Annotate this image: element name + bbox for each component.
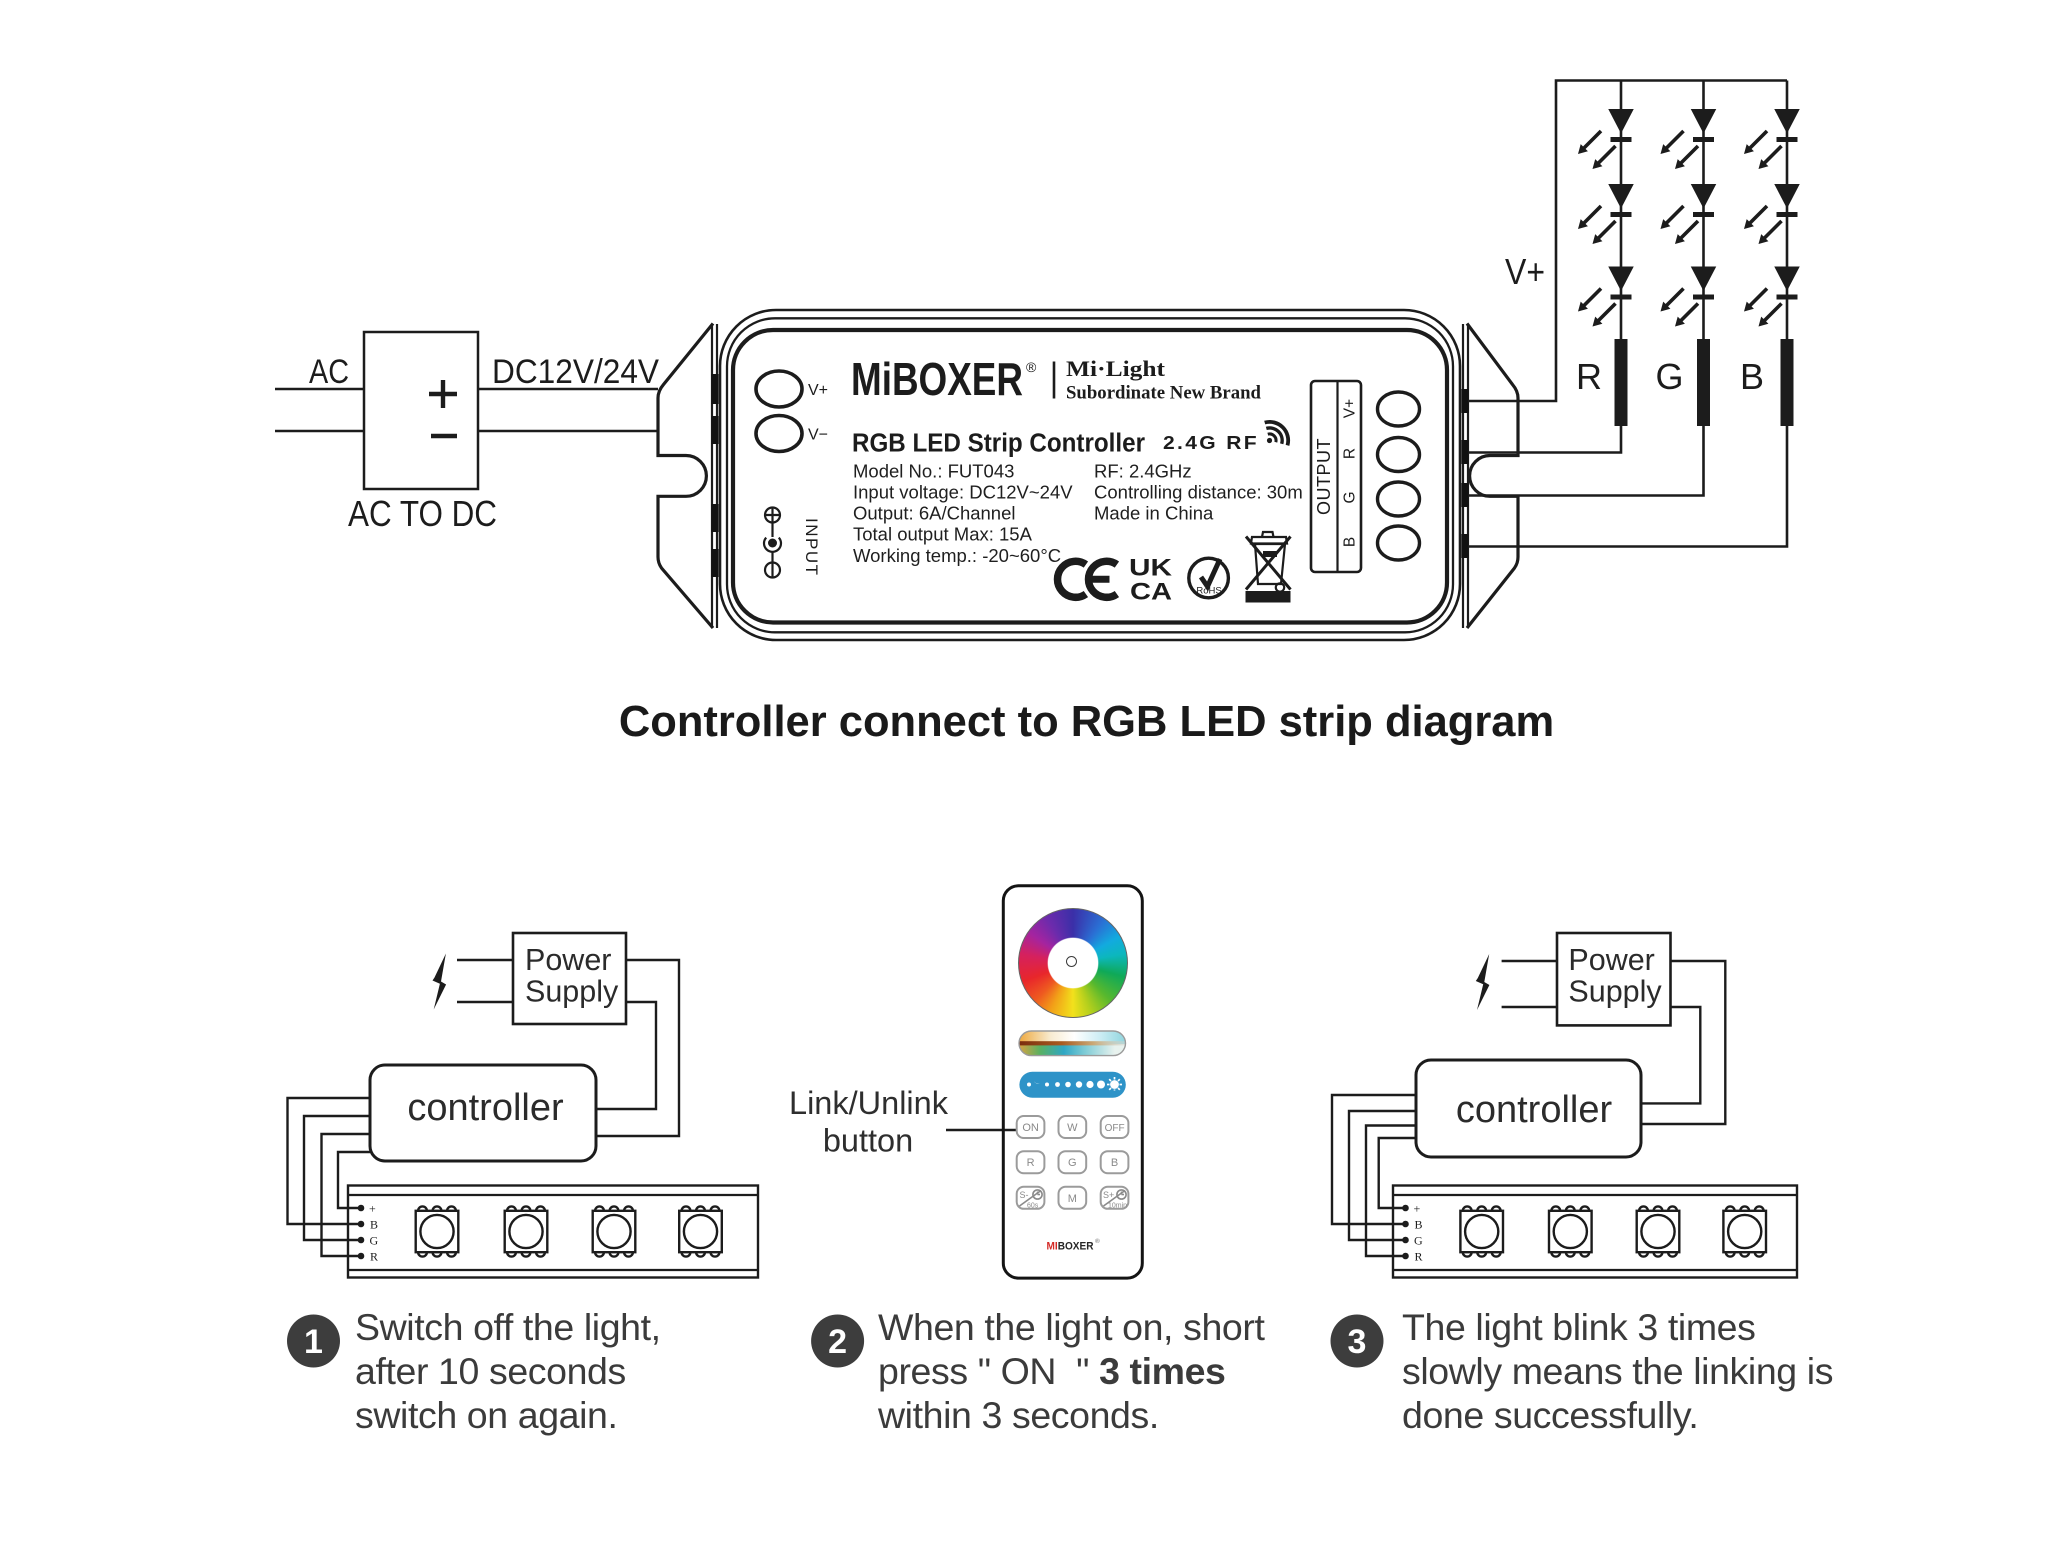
svg-text:Supply: Supply: [525, 975, 619, 1009]
svg-text:V−: V−: [808, 427, 828, 444]
svg-text:R: R: [1027, 1157, 1035, 1169]
svg-text:+: +: [369, 1202, 376, 1216]
svg-text:Supply: Supply: [1568, 975, 1662, 1009]
svg-text:after 10 seconds: after 10 seconds: [355, 1350, 626, 1392]
svg-text:B: B: [1740, 356, 1764, 397]
svg-text:Switch off the light,: Switch off the light,: [355, 1306, 661, 1348]
svg-text:Link/Unlink: Link/Unlink: [789, 1085, 949, 1121]
svg-text:R: R: [1342, 448, 1359, 459]
svg-text:B: B: [370, 1218, 378, 1232]
svg-text:2.4G RF: 2.4G RF: [1163, 433, 1259, 453]
svg-text:V+: V+: [1342, 399, 1359, 418]
svg-text:RF: 2.4GHz: RF: 2.4GHz: [1094, 461, 1192, 482]
svg-text:M: M: [1068, 1193, 1077, 1205]
svg-text:CA: CA: [1130, 579, 1172, 606]
svg-text:Output: 6A/Channel: Output: 6A/Channel: [853, 503, 1016, 524]
svg-text:10min: 10min: [1108, 1203, 1127, 1210]
svg-text:ON: ON: [1022, 1122, 1039, 1134]
svg-text:S-: S-: [1020, 1190, 1029, 1200]
svg-text:press " ON " 3 times: press " ON " 3 times: [878, 1350, 1226, 1392]
svg-text:INPUT: INPUT: [802, 518, 821, 577]
svg-text:R: R: [1576, 356, 1602, 397]
svg-text:UK: UK: [1129, 555, 1173, 582]
svg-text:V+: V+: [1505, 251, 1545, 292]
svg-text:Input voltage: DC12V~24V: Input voltage: DC12V~24V: [853, 482, 1073, 503]
svg-text:When the light on, short: When the light on, short: [878, 1306, 1265, 1348]
svg-text:done successfully.: done successfully.: [1402, 1394, 1698, 1436]
svg-text:R: R: [370, 1250, 378, 1264]
svg-text:controller: controller: [1456, 1089, 1613, 1131]
svg-text:switch on again.: switch on again.: [355, 1394, 618, 1436]
svg-text:2: 2: [828, 1323, 847, 1361]
svg-text:Mi·Light: Mi·Light: [1066, 356, 1166, 381]
svg-text:S+: S+: [1103, 1190, 1114, 1200]
svg-text:B: B: [1111, 1157, 1118, 1169]
svg-text:Power: Power: [1568, 943, 1654, 977]
svg-text:G: G: [370, 1234, 379, 1248]
svg-text:®: ®: [1095, 1237, 1100, 1245]
svg-text:60s: 60s: [1027, 1203, 1039, 1210]
svg-text:RoHS: RoHS: [1196, 586, 1221, 597]
svg-text:®: ®: [1026, 359, 1037, 375]
svg-text:R: R: [1415, 1250, 1423, 1264]
svg-text:G: G: [1068, 1157, 1077, 1169]
svg-text:MiBOXER: MiBOXER: [851, 353, 1023, 405]
svg-text:Made in China: Made in China: [1094, 503, 1214, 524]
svg-text:G: G: [1655, 356, 1683, 397]
svg-text:slowly means the linking is: slowly means the linking is: [1402, 1350, 1833, 1392]
svg-text:OFF: OFF: [1105, 1123, 1125, 1134]
svg-text:AC: AC: [309, 353, 349, 391]
svg-text:Controlling distance: 30m: Controlling distance: 30m: [1094, 482, 1303, 503]
svg-text:RGB LED Strip Controller: RGB LED Strip Controller: [852, 430, 1145, 458]
svg-text:within 3 seconds.: within 3 seconds.: [877, 1394, 1159, 1436]
svg-text:controller: controller: [407, 1087, 564, 1129]
svg-text:3: 3: [1348, 1323, 1367, 1361]
svg-text:W: W: [1067, 1122, 1078, 1134]
svg-text:B: B: [1342, 537, 1359, 547]
svg-text:+: +: [1414, 1202, 1421, 1216]
svg-text:G: G: [1414, 1234, 1423, 1248]
svg-text:OUTPUT: OUTPUT: [1314, 438, 1334, 515]
svg-text:DC12V/24V: DC12V/24V: [492, 353, 659, 391]
svg-text:Controller connect to RGB LED: Controller connect to RGB LED strip diag…: [619, 698, 1554, 746]
svg-text:Power: Power: [525, 943, 611, 977]
svg-text:Working temp.: -20~60°C: Working temp.: -20~60°C: [853, 545, 1061, 566]
svg-text:Model No.: FUT043: Model No.: FUT043: [853, 461, 1014, 482]
svg-text:1: 1: [304, 1323, 323, 1361]
svg-text:G: G: [1342, 491, 1359, 503]
svg-text:Subordinate New Brand: Subordinate New Brand: [1066, 384, 1262, 404]
svg-text:The light blink 3 times: The light blink 3 times: [1402, 1306, 1755, 1348]
svg-text:AC TO DC: AC TO DC: [348, 493, 497, 534]
svg-text:Total output Max: 15A: Total output Max: 15A: [853, 524, 1033, 545]
svg-text:V+: V+: [808, 382, 828, 399]
svg-text:MIBOXER: MIBOXER: [1047, 1241, 1094, 1253]
svg-text:B: B: [1415, 1218, 1423, 1232]
svg-text:button: button: [823, 1123, 913, 1159]
